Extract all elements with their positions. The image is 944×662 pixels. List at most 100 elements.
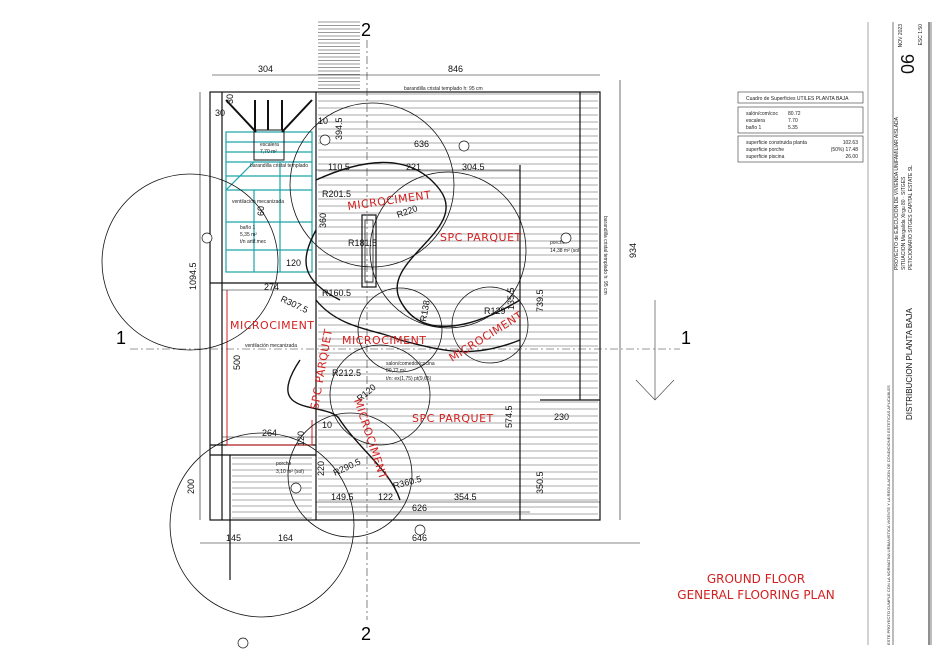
title-block-date: NOV 2023 <box>898 24 904 48</box>
plan-title-line2: GENERAL FLOORING PLAN <box>677 588 834 602</box>
dim-label: 350.5 <box>535 471 545 494</box>
radius-label: R160.5 <box>322 288 351 298</box>
stair-label: escalera <box>260 142 279 148</box>
dim-label: 221 <box>406 162 421 172</box>
geometry-arcs <box>101 102 529 618</box>
dim-label: 120 <box>296 431 306 446</box>
table-row-name: salón/com/coc <box>746 111 778 117</box>
radius-label: R212.5 <box>332 368 361 378</box>
dim-label: 60 <box>256 206 266 216</box>
title-block <box>867 22 932 645</box>
project-client: PETICIONARIO SITGES CAPITAL ESTATE SL <box>908 165 914 270</box>
living-area: 80,72 m² <box>386 368 406 374</box>
dim-label: 626 <box>412 503 427 513</box>
living-ventilation: t/n: ex(1,75) pt(9,65) <box>386 376 432 382</box>
dim-label: 394.5 <box>334 117 344 140</box>
dimension-labels: 304 846 1094.5 934 500 200 145 164 646 6… <box>186 64 638 543</box>
table-row-value: 5.35 <box>788 125 798 131</box>
radius-label: R360.5 <box>392 474 423 491</box>
bath-ventilation: t/n artif.mec <box>240 239 267 245</box>
table-row-name: superficie piscina <box>746 154 785 160</box>
dim-label: 574.5 <box>504 405 514 428</box>
grid-mark-1-left: 1 <box>116 328 126 348</box>
radius-label: R307.5 <box>279 294 310 315</box>
dim-label: 360 <box>318 213 328 228</box>
dim-label: 149.5 <box>331 492 354 502</box>
dim-label: 646 <box>412 533 427 543</box>
surface-table <box>737 91 864 163</box>
stair-area: 7,70 m² <box>260 149 277 155</box>
railing-note: barandilla cristal templado h: 95 cm <box>404 86 483 92</box>
bath-area: 5,35 m² <box>240 232 257 238</box>
exterior-stair-hatch <box>318 21 360 89</box>
dim-label: 135.5 <box>506 287 516 310</box>
table-row-value: (50%) 17.48 <box>831 147 858 153</box>
table-row-name: baño 1 <box>746 125 762 131</box>
project-location: SITUACION Margalida Xirgu 80 · SITGES <box>901 176 907 270</box>
grid-mark-1-right: 1 <box>681 328 691 348</box>
dim-label: 274 <box>264 282 279 292</box>
table-row-value: 80.72 <box>788 111 801 117</box>
grid-mark-2-top: 2 <box>361 20 371 40</box>
building-walls <box>209 91 601 580</box>
dim-label: 145 <box>226 533 241 543</box>
porch-hatch <box>232 457 312 519</box>
title-block-scale: ESC 1:50 <box>918 24 924 46</box>
dim-label: 10 <box>318 116 328 126</box>
column-marker-icon <box>560 232 572 244</box>
dimension-lines <box>199 74 640 544</box>
dim-label: 934 <box>628 243 638 258</box>
microciment-boundary <box>226 290 313 446</box>
porch-label: porche <box>550 240 566 246</box>
room-notes: barandilla cristal templado h: 95 cm bar… <box>232 86 608 475</box>
radius-label: R181.5 <box>348 238 377 248</box>
column-marker-icon <box>414 524 426 536</box>
dim-label: 200 <box>186 479 196 494</box>
dim-label: 122 <box>378 492 393 502</box>
dim-label: 500 <box>232 355 242 370</box>
dim-label: 304 <box>258 64 273 74</box>
grid-axis-lines <box>130 40 680 620</box>
grid-mark-2-bottom: 2 <box>361 624 371 644</box>
railing-note: barandilla cristal templado <box>250 163 308 169</box>
railing-note: barandilla cristal templado h: 95 cm <box>602 216 608 295</box>
dim-label: 10 <box>322 420 332 430</box>
zone-spc-parquet: SPC PARQUET <box>412 412 494 425</box>
living-label: salon/comedor/cocina <box>386 361 435 367</box>
table-row-value: 102.63 <box>843 140 859 146</box>
sheet-number: 06 <box>898 54 918 74</box>
compliance-note: ESTE PROYECTO CUMPLE CON LA NORMATIVA UR… <box>886 385 891 645</box>
zone-microciment: MICROCIMENT <box>342 334 427 347</box>
dim-label: 739.5 <box>535 289 545 312</box>
dim-label: 110.5 <box>328 162 350 172</box>
radius-label: R129 <box>484 306 506 316</box>
ventilation-note: ventilación mecanizada <box>232 199 284 205</box>
porch-small-area: 3,10 m² (sol) <box>276 469 304 475</box>
table-row-value: 26.00 <box>845 154 858 160</box>
dim-label: 264 <box>262 428 277 438</box>
column-marker-icon <box>237 637 249 649</box>
porch-small-label: porche <box>276 461 292 467</box>
bath-label: baño 1 <box>240 225 256 231</box>
radius-label: R290.5 <box>332 456 363 477</box>
drawing-title: DISTRIBUCION PLANTA BAJA <box>905 307 914 420</box>
column-marker-icon <box>290 482 302 494</box>
table-row-value: 7.70 <box>788 118 798 124</box>
dim-label: 30 <box>215 108 225 118</box>
project-name: PROYECTO de EJECUCION DE VIVIENDA UNIFAM… <box>894 116 900 270</box>
surface-table-title: Cuadro de Superficies UTILES PLANTA BAJA <box>746 96 849 102</box>
table-row-name: superficie construida planta <box>746 140 807 146</box>
dim-label: 164 <box>278 533 293 543</box>
dim-label: 354.5 <box>454 492 477 502</box>
dim-label: 30 <box>225 94 235 104</box>
dim-label: 636 <box>414 139 429 149</box>
plan-title-line1: GROUND FLOOR <box>707 572 805 586</box>
dim-label: 1094.5 <box>188 262 198 290</box>
radius-label: R201.5 <box>322 189 351 199</box>
dim-label: 120 <box>286 258 301 268</box>
dim-label: 846 <box>448 64 463 74</box>
column-markers <box>201 134 572 649</box>
dim-label: 304.5 <box>462 162 485 172</box>
dim-label: 220 <box>316 461 326 476</box>
